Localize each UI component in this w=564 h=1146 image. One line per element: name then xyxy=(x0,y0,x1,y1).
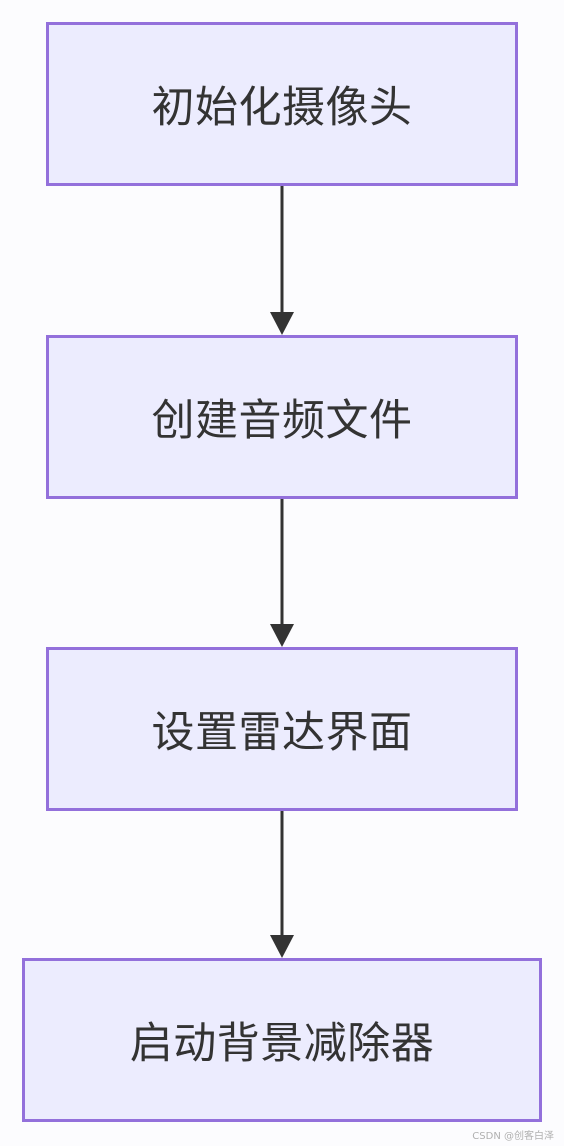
node-label: 设置雷达界面 xyxy=(151,708,413,758)
node-start-background-subtractor: 启动背景减除器 xyxy=(22,958,542,1122)
node-label: 创建音频文件 xyxy=(151,396,413,446)
arrowhead-icon xyxy=(270,935,294,958)
node-label: 初始化摄像头 xyxy=(151,83,413,133)
edge-2-to-3 xyxy=(270,499,294,647)
node-setup-radar-ui: 设置雷达界面 xyxy=(46,647,518,811)
node-label: 启动背景减除器 xyxy=(129,1019,435,1069)
arrowhead-icon xyxy=(270,624,294,647)
edge-1-to-2 xyxy=(270,186,294,335)
node-create-audio-file: 创建音频文件 xyxy=(46,335,518,499)
edge-3-to-4 xyxy=(270,811,294,958)
watermark: CSDN @创客白泽 xyxy=(472,1131,554,1142)
arrowhead-icon xyxy=(270,312,294,335)
node-init-camera: 初始化摄像头 xyxy=(46,22,518,186)
